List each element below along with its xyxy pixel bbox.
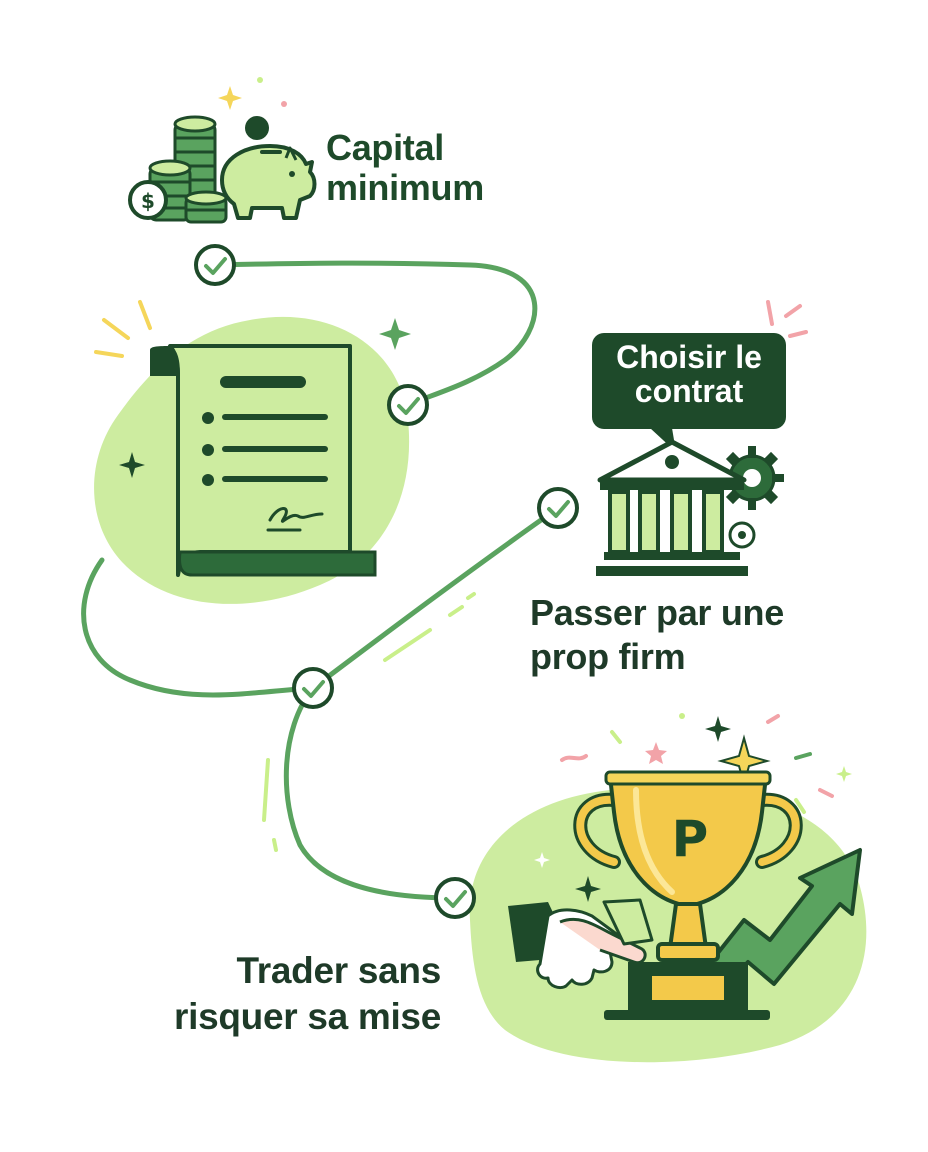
step-trader-line1: Trader sans (236, 950, 442, 991)
step-capital-line1: Capital (326, 127, 444, 168)
journey-path-2 (81, 557, 316, 698)
trophy-letter: P (672, 810, 709, 868)
journey-path-3 (310, 505, 561, 691)
step-prop-firm-line2: prop firm (530, 636, 686, 677)
bank-building-with-gears-icon (596, 439, 784, 576)
step-prop-firm-label: Passer par une prop firm (530, 591, 784, 679)
check-circle-icon (537, 487, 579, 529)
check-circle-icon (387, 384, 429, 426)
step-contract-line1: Choisir le (616, 339, 762, 375)
coins-and-piggy-bank-icon: $ (128, 77, 317, 224)
trophy-handshake-growth-icon: P (508, 713, 862, 1020)
step-trader-line2: risquer sa mise (174, 996, 441, 1037)
journey-path-4 (283, 685, 458, 901)
step-contract-line2: contrat (634, 373, 744, 409)
dollar-symbol: $ (141, 189, 155, 213)
step-prop-firm-line1: Passer par une (530, 592, 784, 633)
step-capital-label: Capital minimum (326, 128, 484, 208)
check-circle-icon (434, 877, 476, 919)
step-trader-label: Trader sans risquer sa mise (174, 948, 441, 1040)
check-circle-icon (292, 667, 334, 709)
journey-path (212, 260, 538, 408)
check-circle-icon (194, 244, 236, 286)
speech-bubble (592, 300, 808, 452)
step-contract-label: Choisir le contrat (596, 340, 782, 408)
step-capital-line2: minimum (326, 167, 484, 208)
contract-scroll-icon (94, 300, 411, 577)
motion-dashes (262, 592, 476, 852)
